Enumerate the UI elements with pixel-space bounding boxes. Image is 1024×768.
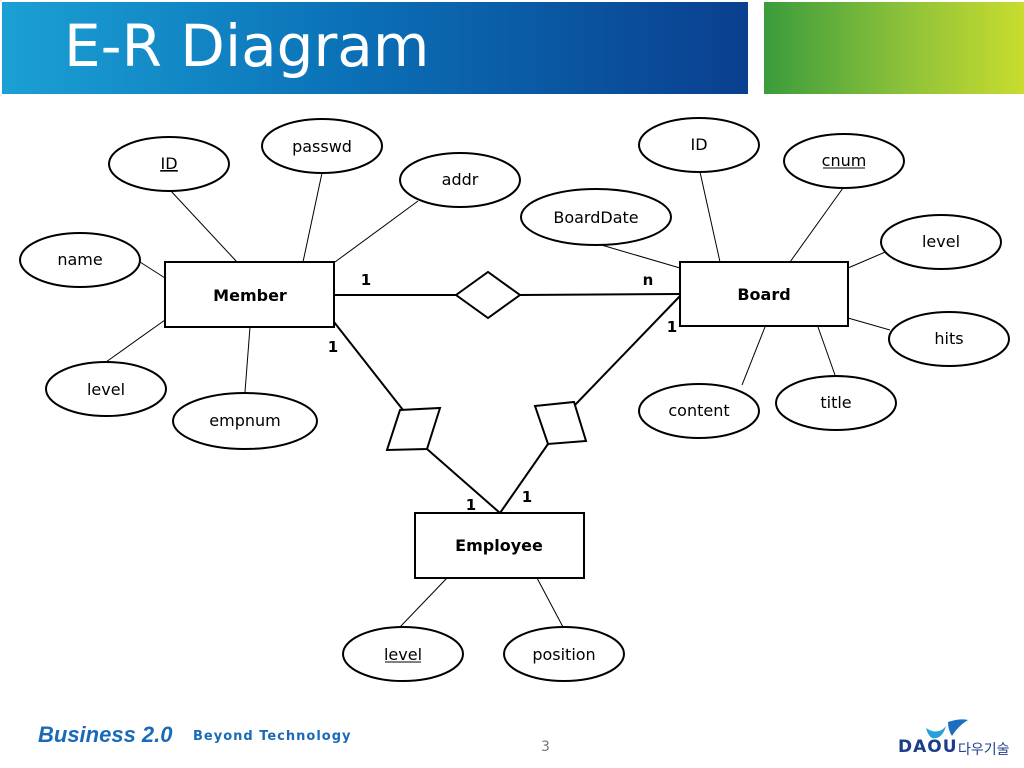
connector-board-boarddate xyxy=(597,243,681,269)
attr-board-boarddate-shape xyxy=(520,188,672,246)
card-member-board-board: n xyxy=(643,271,654,289)
attr-employee-position-shape xyxy=(503,626,625,682)
rel-line-member-employee-a xyxy=(333,321,404,411)
attr-member-passwd: passwd xyxy=(292,137,352,156)
attr-employee-level-shape xyxy=(342,626,464,682)
entity-board-box xyxy=(679,261,849,327)
relationship-member-employee xyxy=(385,406,442,452)
entity-employee-box xyxy=(414,512,585,579)
rel-line-board-employee-b xyxy=(499,443,549,514)
entity-employee-label: Employee xyxy=(455,536,543,555)
page-number: 3 xyxy=(541,739,550,755)
attr-board-level: level xyxy=(922,232,960,251)
attr-board-title: title xyxy=(820,393,851,412)
connector-board-title xyxy=(817,326,836,376)
rel-line-member-board-b xyxy=(519,293,681,296)
daou-logo-icon xyxy=(926,719,968,739)
logo-text: DAOU xyxy=(898,737,958,757)
connector-board-id xyxy=(699,171,721,263)
attr-member-id: ID xyxy=(160,154,177,173)
attr-board-hits: hits xyxy=(934,329,963,348)
connector-member-name xyxy=(139,261,166,279)
footer-brand: Business 2.0 xyxy=(38,722,173,747)
attr-board-cnum-shape xyxy=(783,133,905,189)
attr-member-name: name xyxy=(57,250,102,269)
accent-banner xyxy=(764,2,1024,94)
entity-member-label: Member xyxy=(213,286,287,305)
title-banner xyxy=(2,2,748,94)
attr-board-level-shape xyxy=(880,214,1002,270)
attr-board-content-shape xyxy=(638,383,760,439)
connector-employee-position xyxy=(536,577,564,628)
connector-member-passwd xyxy=(302,172,323,263)
logo-korean: 다우기술 xyxy=(958,742,1010,758)
attr-board-hits-shape xyxy=(888,311,1010,367)
attr-member-empnum-shape xyxy=(172,392,318,450)
attr-employee-level: level xyxy=(384,645,422,664)
card-member-employee-member: 1 xyxy=(328,338,338,356)
slide-title: E-R Diagram xyxy=(64,12,430,80)
attr-member-passwd-shape xyxy=(261,118,383,174)
connector-member-empnum xyxy=(244,326,251,393)
attr-member-addr: addr xyxy=(442,170,479,189)
attr-board-cnum: cnum xyxy=(822,151,867,170)
relationship-board-employee xyxy=(533,400,588,446)
attr-member-id-shape xyxy=(108,136,230,192)
connector-board-content xyxy=(741,326,766,386)
connector-board-hits xyxy=(847,317,891,331)
connector-board-cnum xyxy=(789,187,844,263)
rel-line-member-employee-b xyxy=(426,448,501,514)
connector-member-addr xyxy=(334,200,419,263)
card-member-board-member: 1 xyxy=(361,271,371,289)
attr-board-title-shape xyxy=(775,375,897,431)
attr-board-content: content xyxy=(668,401,729,420)
card-member-employee-employee: 1 xyxy=(466,496,476,514)
attr-board-id-shape xyxy=(638,117,760,173)
relationship-member-board xyxy=(454,270,522,320)
attr-member-level-shape xyxy=(45,361,167,417)
entity-board-label: Board xyxy=(737,285,790,304)
connector-member-level xyxy=(105,319,166,363)
attr-employee-position: position xyxy=(532,645,595,664)
attr-member-name-shape xyxy=(19,232,141,288)
connector-employee-level xyxy=(399,577,448,628)
entity-member-box xyxy=(164,261,335,328)
rel-line-board-employee-a xyxy=(573,295,681,407)
card-board-employee-employee: 1 xyxy=(522,488,532,506)
attr-member-level: level xyxy=(87,380,125,399)
attr-board-boarddate: BoardDate xyxy=(553,208,638,227)
card-board-employee-board: 1 xyxy=(667,318,677,336)
attr-board-id: ID xyxy=(690,135,707,154)
connector-member-id xyxy=(169,189,238,263)
connector-board-level xyxy=(847,249,891,269)
attr-member-empnum: empnum xyxy=(209,411,280,430)
footer-tagline: Beyond Technology xyxy=(193,729,352,744)
attr-member-addr-shape xyxy=(399,152,521,208)
